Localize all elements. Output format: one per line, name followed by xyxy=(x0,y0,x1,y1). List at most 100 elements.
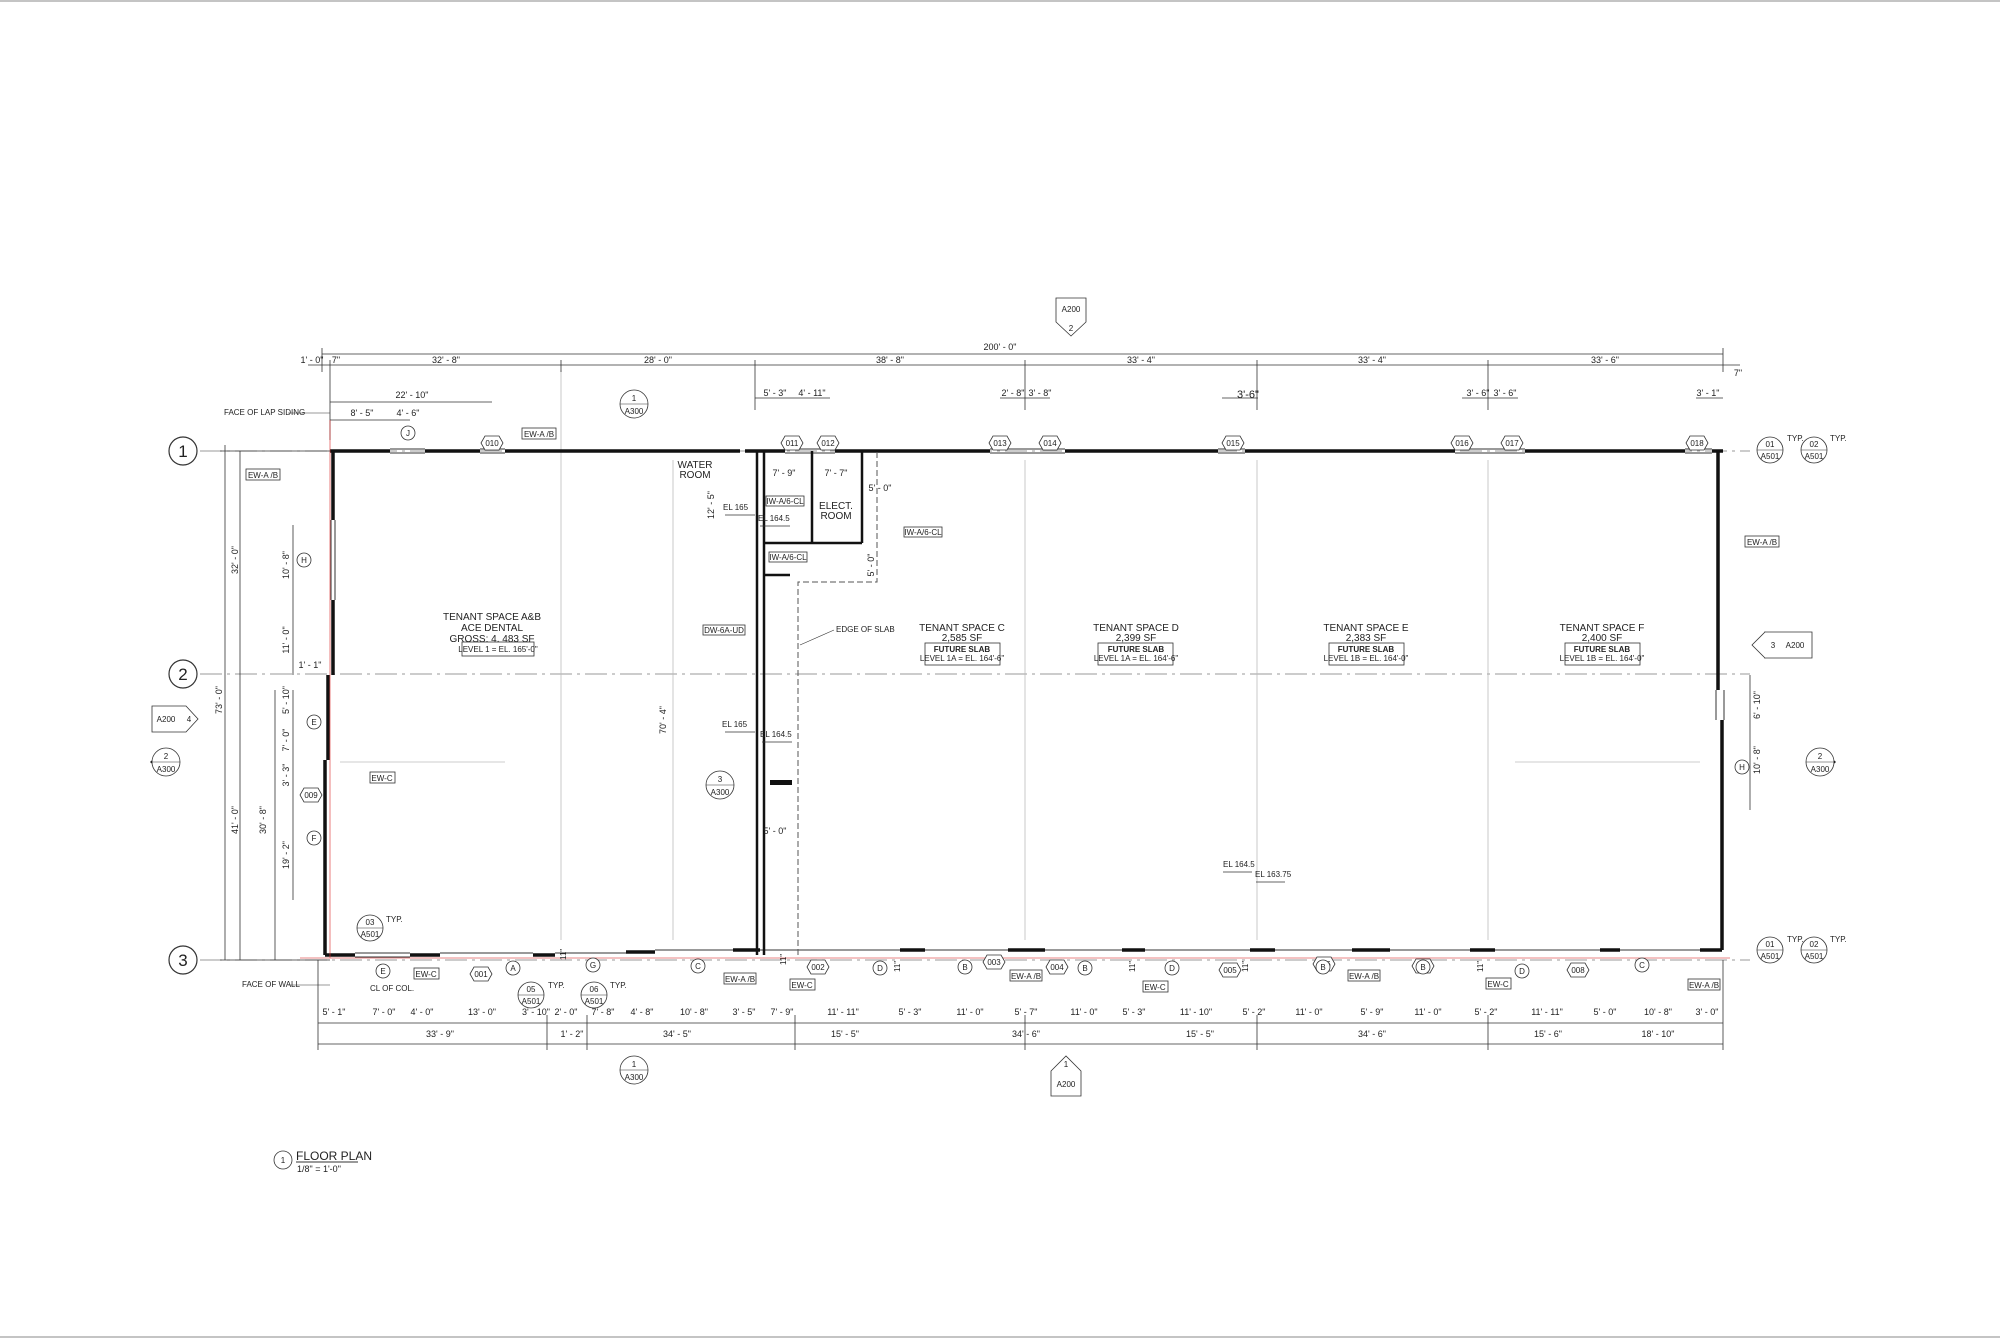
svg-text:EW-A /B: EW-A /B xyxy=(1747,538,1777,547)
dim-sec-4: 5' - 3" xyxy=(764,388,787,398)
dim-sec-6: 2' - 8" xyxy=(1002,388,1025,398)
detail-03: 03 A501 xyxy=(356,914,384,942)
grid-bubble-2: 2 xyxy=(168,659,198,689)
svg-text:A: A xyxy=(510,964,516,973)
dim-int-4: 5' - 0" xyxy=(869,483,892,493)
svg-text:A300: A300 xyxy=(625,1073,644,1082)
room-tenant-c: TENANT SPACE C 2,585 SF FUTURE SLAB LEVE… xyxy=(919,623,1005,666)
dim-left-9: 3' - 3" xyxy=(281,764,291,787)
elevation-hatches xyxy=(725,514,1285,883)
dim-bottom1-4: 13' - 0" xyxy=(468,1007,496,1017)
window-tag-003: 003 xyxy=(982,954,1006,970)
svg-text:A501: A501 xyxy=(1805,952,1824,961)
dim-bottom2-1: 33' - 9" xyxy=(426,1029,454,1039)
grid-bubble-3: 3 xyxy=(168,945,198,975)
dim-bottom2-7: 34' - 6" xyxy=(1358,1029,1386,1039)
dim-bottom2-2: 1' - 2" xyxy=(561,1029,584,1039)
note-el-164-5-b: EL 164.5 xyxy=(760,730,792,739)
dim-bottom1-3: 4' - 0" xyxy=(411,1007,434,1017)
dim-bottom1-11: 7' - 9" xyxy=(771,1007,794,1017)
window-tag-010-label: 010 xyxy=(485,439,499,448)
room-ab-name: TENANT SPACE A&B xyxy=(443,612,541,623)
red-guides xyxy=(300,420,1730,959)
detail-02-bottom: 02 A501 xyxy=(1800,936,1828,964)
dim-top-3: 32' - 8" xyxy=(432,355,460,365)
water-room-label-2: ROOM xyxy=(679,470,710,481)
room-f-name: TENANT SPACE F xyxy=(1560,623,1645,634)
dim-left-8: 7' - 0" xyxy=(281,729,291,752)
dim-bottom1-20: 11' - 0" xyxy=(1295,1007,1322,1017)
dim-bottom1-7: 7' - 8" xyxy=(592,1007,615,1017)
room-tenant-ab: TENANT SPACE A&B ACE DENTAL GROSS: 4, 48… xyxy=(443,612,541,657)
grid-label-2: 2 xyxy=(178,665,187,684)
svg-text:EW-A /B: EW-A /B xyxy=(524,430,554,439)
dim-sec-2: 8' - 5" xyxy=(351,408,374,418)
svg-text:D: D xyxy=(1519,967,1525,976)
svg-text:EW-A /B: EW-A /B xyxy=(1689,981,1719,990)
section-marker-top: 1 A300 xyxy=(619,389,649,419)
svg-text:A300: A300 xyxy=(1811,765,1830,774)
svg-text:01: 01 xyxy=(1766,940,1775,949)
dim-top-5: 38' - 8" xyxy=(876,355,904,365)
svg-text:A501: A501 xyxy=(522,997,541,1006)
svg-text:B: B xyxy=(1420,963,1425,972)
dim-left-1: 32' - 0" xyxy=(230,546,240,574)
room-e-name: TENANT SPACE E xyxy=(1323,623,1409,634)
window-tag-012-label: 012 xyxy=(821,439,835,448)
dim-bottom1-12: 11' - 11" xyxy=(827,1007,859,1017)
svg-text:1: 1 xyxy=(632,394,637,403)
room-d-name: TENANT SPACE D xyxy=(1093,623,1179,634)
svg-text:1: 1 xyxy=(632,1060,637,1069)
svg-text:2: 2 xyxy=(1818,752,1823,761)
window-tag-018-label: 018 xyxy=(1690,439,1704,448)
wall-tag-labels: EW-A /B EW-A /B EW-A /B EW-C EW-C EW-A /… xyxy=(248,430,1777,992)
svg-text:1: 1 xyxy=(1064,1060,1069,1069)
drawing-title: 1 FLOOR PLAN 1/8" = 1'-0" xyxy=(273,1149,372,1174)
dim-left-7: 5' - 10" xyxy=(281,686,291,714)
note-el-164-5: EL 164.5 xyxy=(758,514,790,523)
interior-walls xyxy=(755,451,864,955)
svg-text:G: G xyxy=(590,961,596,970)
dim-sec-5: 4' - 11" xyxy=(798,388,825,398)
grid-lines xyxy=(200,450,1750,961)
svg-text:3: 3 xyxy=(718,775,723,784)
room-d-area: 2,399 SF xyxy=(1116,633,1157,644)
column-lines xyxy=(340,370,1700,940)
grid-bubble-1: 1 xyxy=(168,436,198,466)
dim-sec-9: 3' - 6" xyxy=(1467,388,1490,398)
dim-bottom1-8: 4' - 8" xyxy=(631,1007,654,1017)
dim-left-4: 10' - 8" xyxy=(281,551,291,579)
left-dimensions xyxy=(220,445,330,961)
note-el-165: EL 165 xyxy=(722,720,748,729)
window-tag-012: 012 xyxy=(816,435,840,451)
svg-text:D: D xyxy=(1169,964,1175,973)
note-typ-3: TYP. xyxy=(610,981,627,990)
window-tag-013-label: 013 xyxy=(993,439,1007,448)
room-c-area: 2,585 SF xyxy=(942,633,983,644)
svg-text:C: C xyxy=(1639,961,1645,970)
svg-text:EW-C: EW-C xyxy=(1144,983,1165,992)
room-d-slab: FUTURE SLAB xyxy=(1108,645,1165,654)
note-11in-5: 11" xyxy=(1476,961,1485,972)
bottom-dimensions xyxy=(317,960,1724,1050)
svg-text:A501: A501 xyxy=(1761,452,1780,461)
svg-text:B: B xyxy=(1320,963,1325,972)
room-f-level: LEVEL 1B = EL. 164'-0" xyxy=(1560,654,1645,663)
note-el-163-75: EL 163.75 xyxy=(1255,870,1292,879)
note-11in-4: 11" xyxy=(1241,961,1250,972)
room-c-slab: FUTURE SLAB xyxy=(934,645,991,654)
room-e-slab: FUTURE SLAB xyxy=(1338,645,1395,654)
window-tag-002: 002 xyxy=(806,959,830,975)
room-tenant-d: TENANT SPACE D 2,399 SF FUTURE SLAB LEVE… xyxy=(1093,623,1179,666)
svg-text:IW-A/6-CL: IW-A/6-CL xyxy=(904,528,942,537)
svg-text:H: H xyxy=(1739,763,1745,772)
window-tag-011: 011 xyxy=(780,435,804,451)
room-tenant-f: TENANT SPACE F 2,400 SF FUTURE SLAB LEVE… xyxy=(1560,623,1645,666)
svg-text:A200: A200 xyxy=(1786,641,1805,650)
note-typ-1: TYP. xyxy=(386,915,403,924)
dim-top-8: 33' - 6" xyxy=(1591,355,1619,365)
title-number: 1 xyxy=(281,1156,286,1165)
note-11in-6: 11" xyxy=(559,949,568,960)
exterior-walls xyxy=(323,449,1724,957)
note-face-of-lap-siding: FACE OF LAP SIDING xyxy=(224,408,305,417)
